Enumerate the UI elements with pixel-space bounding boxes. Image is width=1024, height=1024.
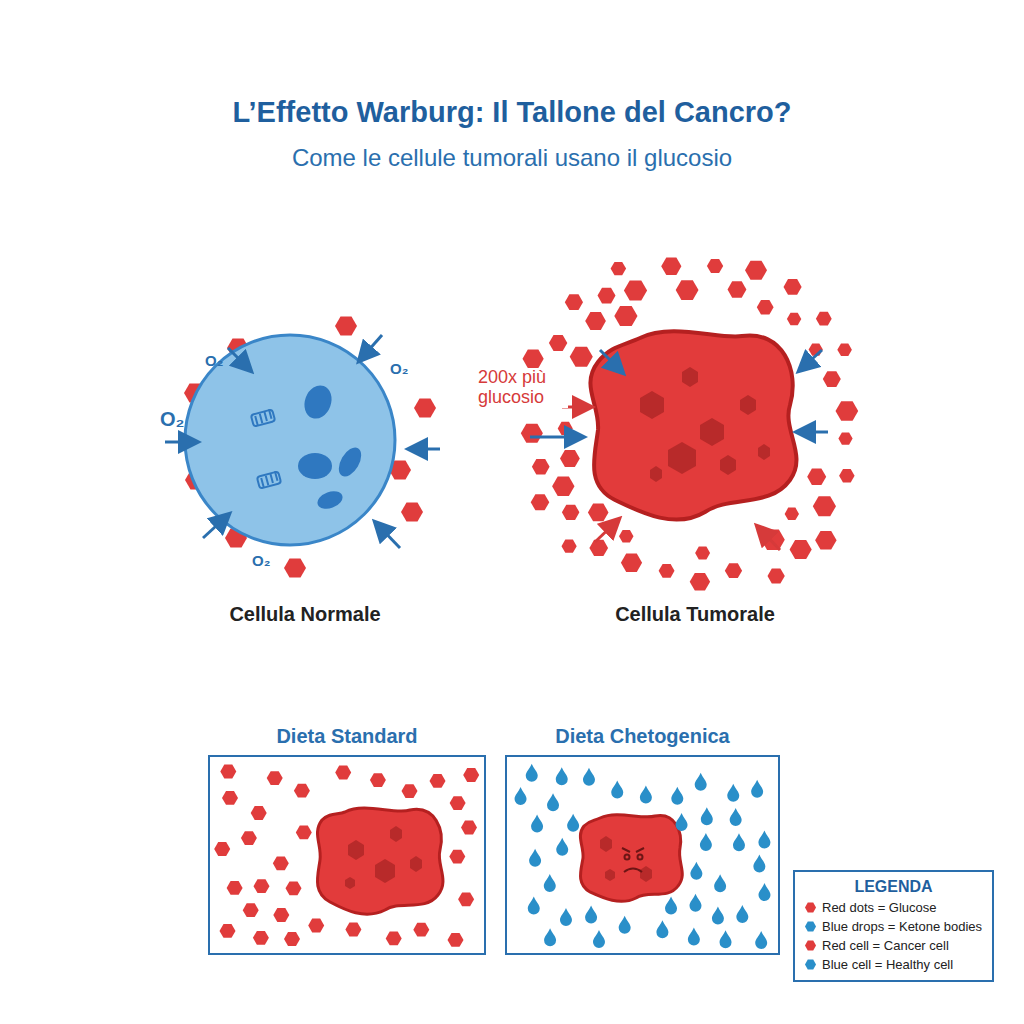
diet-panel: Dieta Standard [208, 755, 486, 955]
healthy-cell [185, 335, 395, 545]
legend-row: Blue drops = Ketone bodies [805, 919, 982, 934]
diet-panel: Dieta Chetogenica [505, 755, 780, 955]
oxygen-label: O₂ [390, 360, 408, 377]
cell-label: Cellula Tumorale [615, 603, 775, 626]
legend-text: Red dots = Glucose [822, 900, 937, 915]
legend-box: LEGENDA Red dots = GlucoseBlue drops = Ke… [793, 870, 994, 982]
legend-row: Blue cell = Healthy cell [805, 957, 982, 972]
legend-text: Blue cell = Healthy cell [822, 957, 953, 972]
panel-heading: Dieta Standard [210, 725, 484, 748]
oxygen-label: O₂ [252, 552, 270, 569]
glucose-callout: 200x più glucosio [478, 368, 568, 408]
cancer-cell [590, 331, 796, 519]
legend-text: Blue drops = Ketone bodies [822, 919, 982, 934]
legend-row: Red cell = Cancer cell [805, 938, 982, 953]
legend-swatch [805, 902, 816, 913]
panel-heading: Dieta Chetogenica [507, 725, 778, 748]
subtitle: Come le cellule tumorali usano il glucos… [292, 144, 732, 172]
oxygen-label: O₂ [160, 408, 184, 431]
legend-row: Red dots = Glucose [805, 900, 982, 915]
legend-swatch [805, 940, 816, 951]
legend-heading: LEGENDA [805, 878, 982, 896]
legend-swatch [805, 921, 816, 932]
legend-text: Red cell = Cancer cell [822, 938, 949, 953]
legend-swatch [805, 959, 816, 970]
title: L’Effetto Warburg: Il Tallone del Cancro… [0, 96, 1024, 129]
cell-label: Cellula Normale [229, 603, 380, 626]
oxygen-label: O₂ [205, 352, 223, 369]
